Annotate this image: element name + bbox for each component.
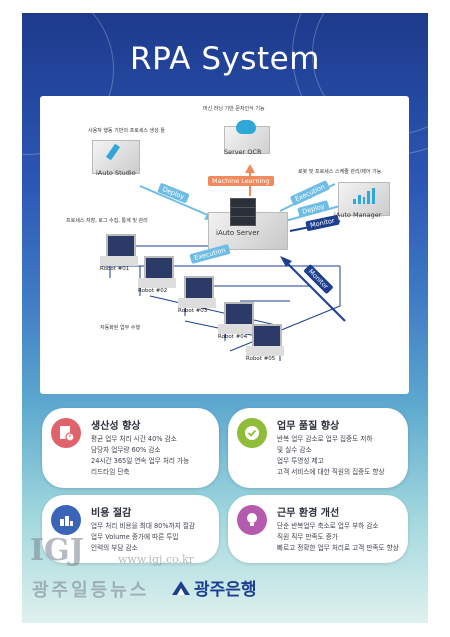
- robot-node: Robot #03: [178, 276, 218, 316]
- machine-learning-tag: Machine Learning: [208, 176, 274, 186]
- bank-logo-icon: [172, 580, 190, 595]
- benefit-card-environment: 근무 환경 개선 단순 반복업무 축소로 업무 부하 감소 직원 직무 만족도 …: [228, 495, 408, 563]
- coins-icon: [51, 505, 81, 535]
- card-line: 담당자 업무량 60% 감소: [91, 446, 161, 454]
- ocr-node: Server OCR: [220, 118, 272, 158]
- benefit-card-productivity: 생산성 향상 평균 업무 처리 시간 40% 감소 담당자 업무량 60% 감소…: [42, 408, 219, 488]
- robots-caption: 자동화된 업무 수행: [100, 325, 140, 331]
- studio-caption: 사용자 행동 기반의 프로세스 생성 툴: [88, 128, 165, 134]
- robot-label: Robot #04: [218, 334, 248, 340]
- card-line: 인력의 부담 감소: [91, 544, 138, 552]
- monitor-icon: [106, 234, 136, 258]
- robot-node: Robot #04: [218, 302, 258, 342]
- ocr-caption: 머신 러닝 기반 문자인식 기능: [203, 106, 265, 112]
- watermark-mark: IGJ: [30, 533, 84, 568]
- robot-label: Robot #03: [178, 308, 208, 314]
- studio-label: iAuto Studio: [96, 169, 136, 177]
- poster-title: RPA System: [130, 41, 320, 77]
- robot-node: Robot #02: [138, 256, 178, 296]
- robot-label: Robot #05: [246, 356, 276, 362]
- studio-node: iAuto Studio: [90, 136, 142, 180]
- benefit-card-quality: 업무 품질 향상 반복 업무 감소로 업무 집중도 저하 및 실수 감소 업무 …: [228, 408, 408, 488]
- watermark-url: www.igj.co.kr: [118, 553, 194, 566]
- ocr-label: Server OCR: [224, 148, 262, 156]
- monitor-arrow: [284, 260, 346, 322]
- server-label: iAuto Server: [216, 229, 260, 237]
- card-line: 및 실수 감소: [277, 446, 312, 454]
- document-clock-icon: [51, 418, 81, 448]
- robot-node: Robot #05: [246, 324, 286, 364]
- monitor-icon: [184, 276, 214, 300]
- watermark-name: 광주일등뉴스: [32, 580, 150, 601]
- monitor-icon: [224, 302, 254, 326]
- card-line: 고객 서비스에 대한 직원의 집중도 향상: [277, 468, 385, 476]
- monitor-icon: [252, 324, 282, 348]
- rpa-diagram: 머신 러닝 기반 문자인식 기능 사용자 행동 기반의 프로세스 생성 툴 로봇…: [40, 96, 409, 394]
- manager-caption: 로봇 및 프로세스 스케줄 관리/제어 기능: [298, 169, 382, 175]
- monitor-icon: [144, 256, 174, 280]
- robot-label: Robot #02: [138, 288, 168, 294]
- benefit-card-cost: 비용 절감 업무 처리 비용을 최대 80%까지 절감 업무 Volume 증가…: [42, 495, 219, 563]
- card-title: 생산성 향상: [91, 421, 141, 432]
- card-line: 빠르고 정확한 업무 처리로 고객 만족도 향상: [277, 544, 399, 552]
- card-line: 직원 직무 만족도 증가: [277, 533, 338, 541]
- cloud-icon: [236, 120, 256, 134]
- robot-node: Robot #01: [100, 234, 140, 274]
- server-caption: 프로세스 저장, 로그 수집, 통계 및 관리: [66, 218, 148, 224]
- bank-logo: 광주은행: [172, 575, 257, 600]
- card-title: 업무 품질 향상: [277, 421, 340, 432]
- card-line: 반복 업무 감소로 업무 집중도 저하: [277, 435, 373, 443]
- lightbulb-icon: [237, 505, 267, 535]
- robot-label: Robot #01: [100, 266, 130, 272]
- manager-node: iAuto Manager: [334, 178, 392, 224]
- card-line: 업무 처리 비용을 최대 80%까지 절감: [91, 522, 195, 530]
- card-title: 비용 절감: [91, 508, 132, 519]
- card-line: 평균 업무 처리 시간 40% 감소: [91, 435, 177, 443]
- card-line: 리드타임 단축: [91, 468, 130, 476]
- card-line: 업무 투명성 제고: [277, 457, 324, 465]
- card-title: 근무 환경 개선: [277, 508, 340, 519]
- bar-chart-icon: [353, 188, 375, 204]
- check-badge-icon: [237, 418, 267, 448]
- card-line: 업무 Volume 증가에 따른 투입: [91, 533, 179, 541]
- card-line: 24시간 365일 연속 업무 처리 가능: [91, 457, 190, 465]
- bank-logo-text: 광주은행: [194, 580, 257, 600]
- server-node: iAuto Server: [200, 196, 290, 256]
- poster: RPA System: [22, 13, 428, 623]
- card-line: 단순 반복업무 축소로 업무 부하 감소: [277, 522, 379, 530]
- manager-label: iAuto Manager: [334, 211, 382, 219]
